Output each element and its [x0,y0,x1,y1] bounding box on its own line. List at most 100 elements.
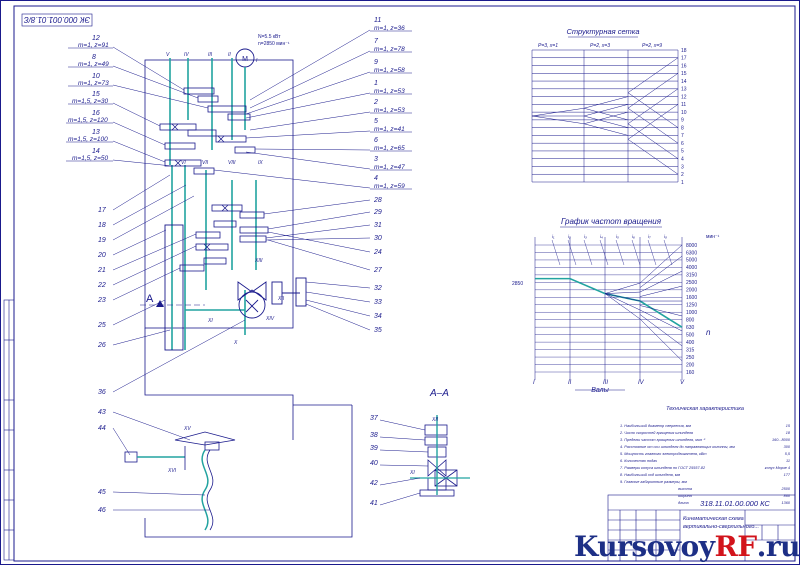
gear-mark-leader [567,239,577,266]
gear-mark-leader [647,239,657,266]
shaft-label-vii: VII [202,160,209,166]
callout-num: 9 [374,59,378,66]
position-number: 45 [98,489,106,496]
tech-row-value: 177 [784,473,791,477]
left-position-numbers: 17 18 19 20 21 22 23 25 26 [97,207,107,349]
speed-shaft-label: I [533,380,535,386]
gear-blocks [159,87,269,272]
gear-mark-leader [663,239,673,266]
gear-mark: i₅ [616,234,619,239]
grid-level-label: 16 [681,63,687,69]
speed-ray [604,291,641,294]
position-number: 22 [97,282,106,289]
tech-row-value: конус Морзе 4 [765,466,790,470]
tech-row-value: 1360 [782,501,791,505]
position-number: 19 [98,237,106,244]
grid-ray [627,123,679,159]
speed-ray [639,270,683,293]
callout-num: 8 [92,54,96,61]
callout-spec: m=1,5, z=30 [72,98,109,105]
tech-row-label: 6. Количество подач [620,459,657,463]
section-number: 39 [370,445,378,452]
grid-group-1: P=3, x=1 [538,43,558,49]
gear-mark: i₈ [664,234,667,239]
callout-spec: m=1, z=58 [374,67,405,74]
speed-level-label: 2000 [686,288,697,294]
callout-num: 7 [374,38,379,45]
shaft-label-v: V [166,52,170,58]
gear-mark-leader [599,239,609,266]
shaft-label-xiv: XIV [265,316,275,322]
column-outline [144,328,294,440]
speed-graph-title: График частот вращения [561,217,662,226]
grid-level-label: 17 [681,56,687,62]
speed-level-label: 400 [686,340,695,346]
speed-ray [639,305,683,317]
speed-graph: График частот вращения мин⁻¹ 2850 n Валы… [512,217,720,394]
callout-spec: m=1, z=91 [78,42,109,49]
section-number: 40 [370,460,378,467]
speed-level-label: 1600 [686,295,697,301]
callout-spec: m=1, z=78 [374,46,405,53]
shaft-label-xii: XII [277,296,285,302]
structure-grid-lines [531,49,679,183]
grid-level-label: 5 [681,149,684,155]
grid-ray [627,104,679,140]
tech-row-value: 11 [786,459,790,463]
tech-row-value: 15 [786,424,791,428]
position-number: 33 [374,299,382,306]
speed-ray [639,285,683,297]
grid-level-label: 11 [681,102,686,108]
shafts [169,58,257,350]
tech-row-value: 2500 [781,487,791,491]
grid-level-label: 3 [681,164,684,170]
grid-ray [531,107,585,117]
speed-ray [604,293,641,311]
speed-n-label: n [706,328,711,337]
speed-level-label: 6300 [686,250,697,256]
spindle-sleeve [164,224,184,351]
tech-row-label: 3. Пределы частот вращения шпинделя, мин… [620,438,706,442]
position-number: 23 [97,297,106,304]
title-block-name-2: вертикально-сверлильного... [683,524,759,530]
speed-unit: мин⁻¹ [706,234,720,240]
tech-row-label: 2. Число скоростей вращения шпинделя [619,431,693,435]
speed-graph-grid [534,237,683,380]
grid-level-label: 4 [681,157,684,163]
left-callouts: 12 m=1, z=91 8 m=1, z=49 10 m=1, z=73 15… [68,35,109,162]
grid-level-label: 15 [681,71,687,77]
callout-spec: m=1, z=53 [374,107,405,114]
callout-spec: m=1,5, z=120 [68,117,108,124]
callout-spec: m=1, z=47 [374,164,405,171]
grid-ray [531,115,585,125]
shaft-label-viii: VIII [228,160,236,166]
speed-level-label: 800 [686,318,695,324]
bottom-position-numbers: 36 43 44 45 46 [98,389,106,514]
section-arrow [156,300,164,307]
grid-ray [583,96,629,109]
base-outline [144,405,353,538]
structure-grid: Структурная сетка P=3, x=1 P=2, x=3 P=2,… [531,27,687,186]
callout-spec: m=1, z=41 [374,126,405,133]
grid-level-label: 9 [681,118,684,124]
shaft-label-ix: IX [258,160,263,166]
motor-power: N=5.5 кВт [258,34,281,40]
speed-ray [639,256,683,288]
tech-row-label: 9. Главные габаритные размеры, мм [620,480,687,484]
position-number: 31 [374,222,382,229]
shafts-caption: Валы [591,387,609,394]
right-callout-underlines [370,30,412,190]
motor-m-label: M [242,56,248,63]
tech-row-label: высота [678,487,692,491]
position-number: 17 [98,207,107,214]
speed-level-label: 2500 [686,280,697,286]
tech-row-label: ширина [678,494,692,498]
drawing-frame [13,5,796,562]
tech-spec: Техническая характеристика 1. Наибольший… [619,406,791,505]
corner-code-box: ЭК 000.001.01.8/Ɛ [21,13,93,27]
gear-mark-leader [551,239,561,266]
callout-num: 1 [374,80,378,87]
tech-row-label: 8. Наибольший ход шпинделя, мм [620,473,680,477]
gear-mark-leader [583,239,593,266]
callout-num: 14 [92,148,100,155]
